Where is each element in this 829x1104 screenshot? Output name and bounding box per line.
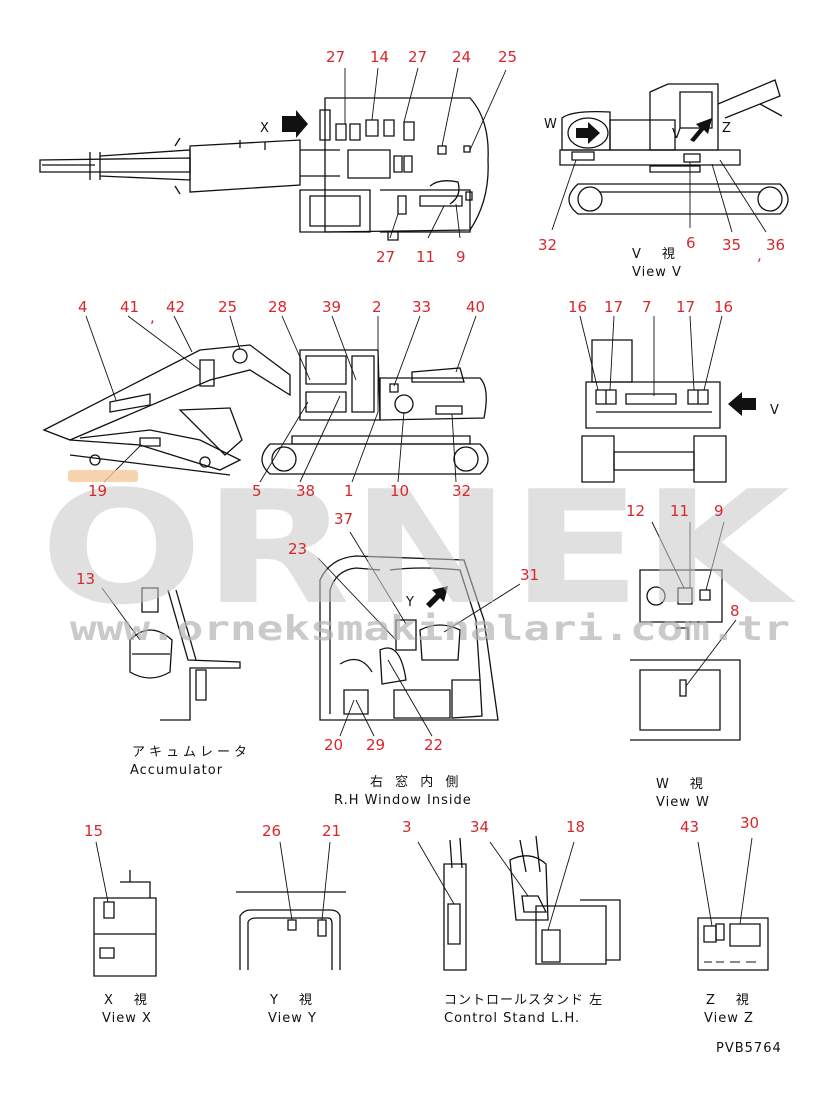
- comma-36: ,: [757, 246, 762, 264]
- callout-32: 32: [538, 236, 557, 254]
- leader-lines: [85, 67, 767, 931]
- view-w-drawing: [630, 569, 741, 741]
- caption-view-y-en: View Y: [268, 1011, 317, 1026]
- callout-23: 23: [288, 540, 307, 558]
- callout-41: 41: [120, 298, 139, 316]
- view-z-drawing: [697, 917, 769, 971]
- callout-32: 32: [452, 482, 471, 500]
- caption-view-x-jp: X 視: [104, 993, 151, 1008]
- caption-view-y-jp: Y 視: [269, 993, 316, 1008]
- view-letter-v-rear: V: [770, 403, 780, 418]
- excavator-top-view: [39, 97, 489, 241]
- watermark-url: www.orneksmakinalari.com.tr: [70, 609, 790, 649]
- callout-20: 20: [324, 736, 343, 754]
- excavator-view-v: [559, 79, 789, 215]
- callout-35: 35: [722, 236, 741, 254]
- callout-14: 14: [370, 48, 389, 66]
- view-x-drawing: [93, 870, 157, 977]
- view-letter-y: Y: [405, 595, 415, 610]
- callout-9: 9: [456, 248, 466, 266]
- view-letter-w: W: [544, 117, 558, 132]
- callout-22: 22: [424, 736, 443, 754]
- callout-30: 30: [740, 814, 759, 832]
- view-letter-v-small: V: [672, 127, 682, 142]
- caption-view-v-jp: V 視: [632, 247, 679, 262]
- callout-27: 27: [408, 48, 427, 66]
- callout-12: 12: [626, 502, 645, 520]
- caption-rh-window-jp: 右 窓 内 側: [370, 774, 462, 790]
- callout-8: 8: [730, 602, 740, 620]
- callout-24: 24: [452, 48, 471, 66]
- drawing-code: PVB5764: [716, 1041, 782, 1056]
- callout-26: 26: [262, 822, 281, 840]
- callout-42: 42: [166, 298, 185, 316]
- callout-25: 25: [218, 298, 237, 316]
- callout-38: 38: [296, 482, 315, 500]
- view-y-drawing: [236, 891, 346, 970]
- callout-17: 17: [604, 298, 623, 316]
- callout-37: 37: [334, 510, 353, 528]
- callout-27: 27: [376, 248, 395, 266]
- caption-accumulator-jp: アキュムレータ: [132, 745, 251, 760]
- caption-view-v-en: View V: [632, 265, 682, 280]
- callout-34: 34: [470, 818, 489, 836]
- callout-33: 33: [412, 298, 431, 316]
- callout-6: 6: [686, 234, 696, 252]
- watermark-brand: ORNEK: [40, 457, 796, 639]
- caption-accumulator-en: Accumulator: [130, 763, 223, 778]
- comma-42: ,: [150, 308, 155, 326]
- callout-18: 18: [566, 818, 585, 836]
- control-stand-drawing: [443, 835, 621, 971]
- callout-40: 40: [466, 298, 485, 316]
- callout-36: 36: [766, 236, 785, 254]
- caption-view-w-en: View W: [656, 795, 710, 810]
- callout-10: 10: [390, 482, 409, 500]
- callout-29: 29: [366, 736, 385, 754]
- watermark: ORNEK www.orneksmakinalari.com.tr: [40, 457, 796, 649]
- callout-5: 5: [252, 482, 262, 500]
- rh-window-drawing: [319, 555, 499, 721]
- callout-16: 16: [568, 298, 587, 316]
- caption-view-z-jp: Z 視: [706, 993, 753, 1008]
- view-letter-x-top: X: [260, 121, 270, 136]
- callout-11: 11: [416, 248, 435, 266]
- callout-17: 17: [676, 298, 695, 316]
- view-letter-z: Z: [722, 121, 732, 136]
- callout-7: 7: [642, 298, 652, 316]
- callout-28: 28: [268, 298, 287, 316]
- caption-control-stand-en: Control Stand L.H.: [444, 1011, 580, 1026]
- callout-21: 21: [322, 822, 341, 840]
- callout-2: 2: [372, 298, 382, 316]
- callout-13: 13: [76, 570, 95, 588]
- callout-19: 19: [88, 482, 107, 500]
- caption-control-stand-jp: コントロールスタンド 左: [444, 993, 603, 1008]
- callout-27: 27: [326, 48, 345, 66]
- callout-4: 4: [78, 298, 88, 316]
- callout-3: 3: [402, 818, 412, 836]
- callout-31: 31: [520, 566, 539, 584]
- caption-view-z-en: View Z: [704, 1011, 754, 1026]
- excavator-side-view: [42, 344, 489, 476]
- callout-15: 15: [84, 822, 103, 840]
- accumulator-drawing: [129, 587, 241, 721]
- callout-43: 43: [680, 818, 699, 836]
- caption-rh-window-en: R.H Window Inside: [334, 793, 472, 808]
- callout-1: 1: [344, 482, 354, 500]
- excavator-rear-view: [581, 339, 756, 483]
- callout-25: 25: [498, 48, 517, 66]
- caption-view-x-en: View X: [102, 1011, 152, 1026]
- callout-39: 39: [322, 298, 341, 316]
- caption-view-w-jp: W 視: [656, 777, 707, 792]
- callout-9: 9: [714, 502, 724, 520]
- callout-16: 16: [714, 298, 733, 316]
- callout-11: 11: [670, 502, 689, 520]
